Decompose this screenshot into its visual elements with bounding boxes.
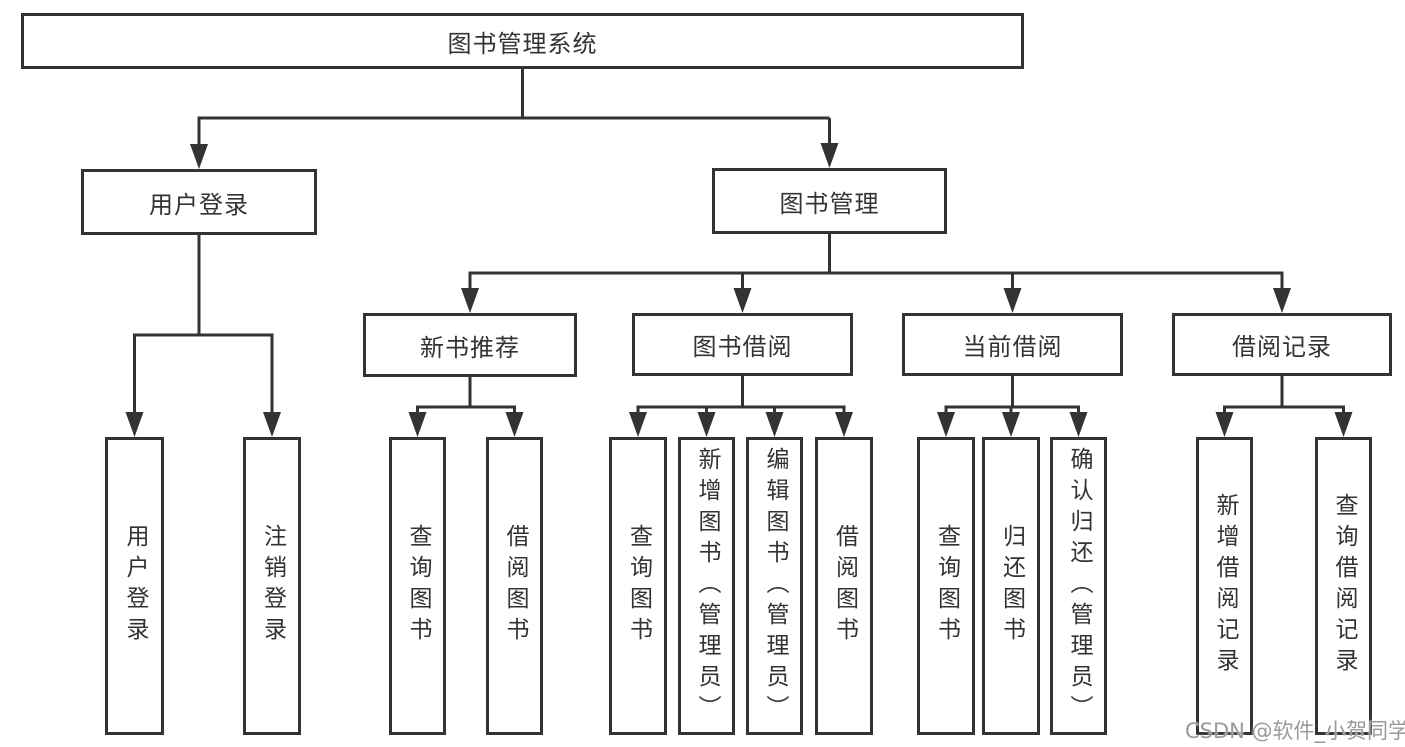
node-current-borrowing: 当前借阅: [902, 313, 1123, 376]
watermark: CSDN @软件_小贺同学: [1185, 719, 1405, 743]
node-edit-books-admin: 编辑图书（管理员）: [746, 437, 803, 735]
node-user-login: 用户登录: [81, 169, 317, 235]
node-library-management-system: 图书管理系统: [21, 13, 1024, 69]
node-label: 归还图书: [998, 524, 1025, 648]
node-book-management: 图书管理: [712, 168, 947, 234]
node-label: 借阅图书: [831, 524, 858, 648]
node-query-books-recommend: 查询图书: [389, 437, 446, 735]
node-logout-leaf: 注销登录: [243, 437, 301, 735]
node-return-books: 归还图书: [982, 437, 1040, 735]
arrowhead-icons: [125, 143, 1353, 437]
node-query-books-current: 查询图书: [917, 437, 975, 735]
node-label: 新增借阅记录: [1212, 493, 1238, 679]
node-new-book-recommend: 新书推荐: [363, 313, 577, 377]
node-query-borrow-record: 查询借阅记录: [1315, 437, 1372, 735]
node-user-login-leaf: 用户登录: [105, 437, 164, 735]
node-book-borrowing: 图书借阅: [632, 313, 853, 376]
node-label: 确认归还（管理员）: [1066, 446, 1092, 726]
node-confirm-return-admin: 确认归还（管理员）: [1050, 437, 1107, 735]
node-borrow-books-leaf: 借阅图书: [815, 437, 873, 735]
node-label: 注销登录: [259, 524, 286, 648]
node-label: 查询图书: [933, 524, 960, 648]
node-add-books-admin: 新增图书（管理员）: [678, 437, 735, 735]
node-label: 编辑图书（管理员）: [762, 446, 788, 726]
node-label: 查询图书: [625, 524, 652, 648]
node-query-books-borrowing: 查询图书: [609, 437, 667, 735]
node-label: 新增图书（管理员）: [694, 446, 720, 726]
node-label: 用户登录: [122, 524, 148, 648]
node-borrowing-records: 借阅记录: [1172, 313, 1392, 376]
node-label: 借阅图书: [502, 524, 528, 648]
node-label: 查询图书: [405, 524, 431, 648]
node-borrow-books-recommend: 借阅图书: [486, 437, 543, 735]
node-add-borrow-record: 新增借阅记录: [1196, 437, 1253, 735]
node-label: 查询借阅记录: [1331, 493, 1357, 679]
